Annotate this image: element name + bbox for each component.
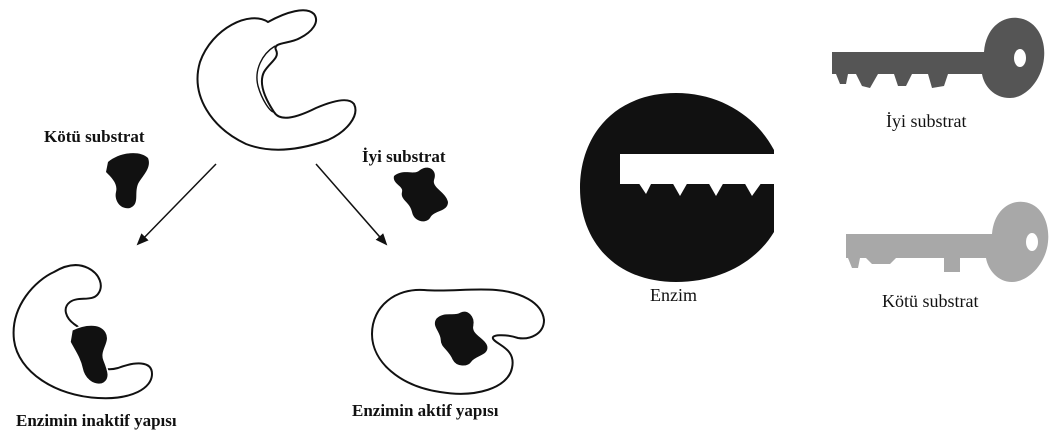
bad-key-hole — [1026, 233, 1038, 251]
good-key-label: İyi substrat — [886, 112, 967, 130]
enzyme-label: Enzim — [650, 286, 697, 304]
active-bound-substrate — [434, 311, 488, 366]
good-key-hole — [1014, 49, 1026, 67]
bad-key-shape — [846, 202, 1048, 282]
active-structure-label: Enzimin aktif yapısı — [352, 402, 498, 419]
bad-substrate-shape — [106, 153, 149, 208]
inactive-structure-label: Enzimin inaktif yapısı — [16, 412, 177, 429]
arrow-to-active — [316, 164, 386, 244]
arrow-to-inactive — [138, 164, 216, 244]
free-enzyme-shape — [198, 10, 356, 149]
bad-substrate-label: Kötü substrat — [44, 128, 145, 145]
good-substrate-shape — [394, 168, 448, 222]
inactive-bound-substrate — [70, 325, 108, 384]
good-key-shape — [832, 18, 1044, 98]
bad-key-label: Kötü substrat — [882, 292, 979, 310]
good-substrate-label: İyi substrat — [362, 148, 446, 165]
